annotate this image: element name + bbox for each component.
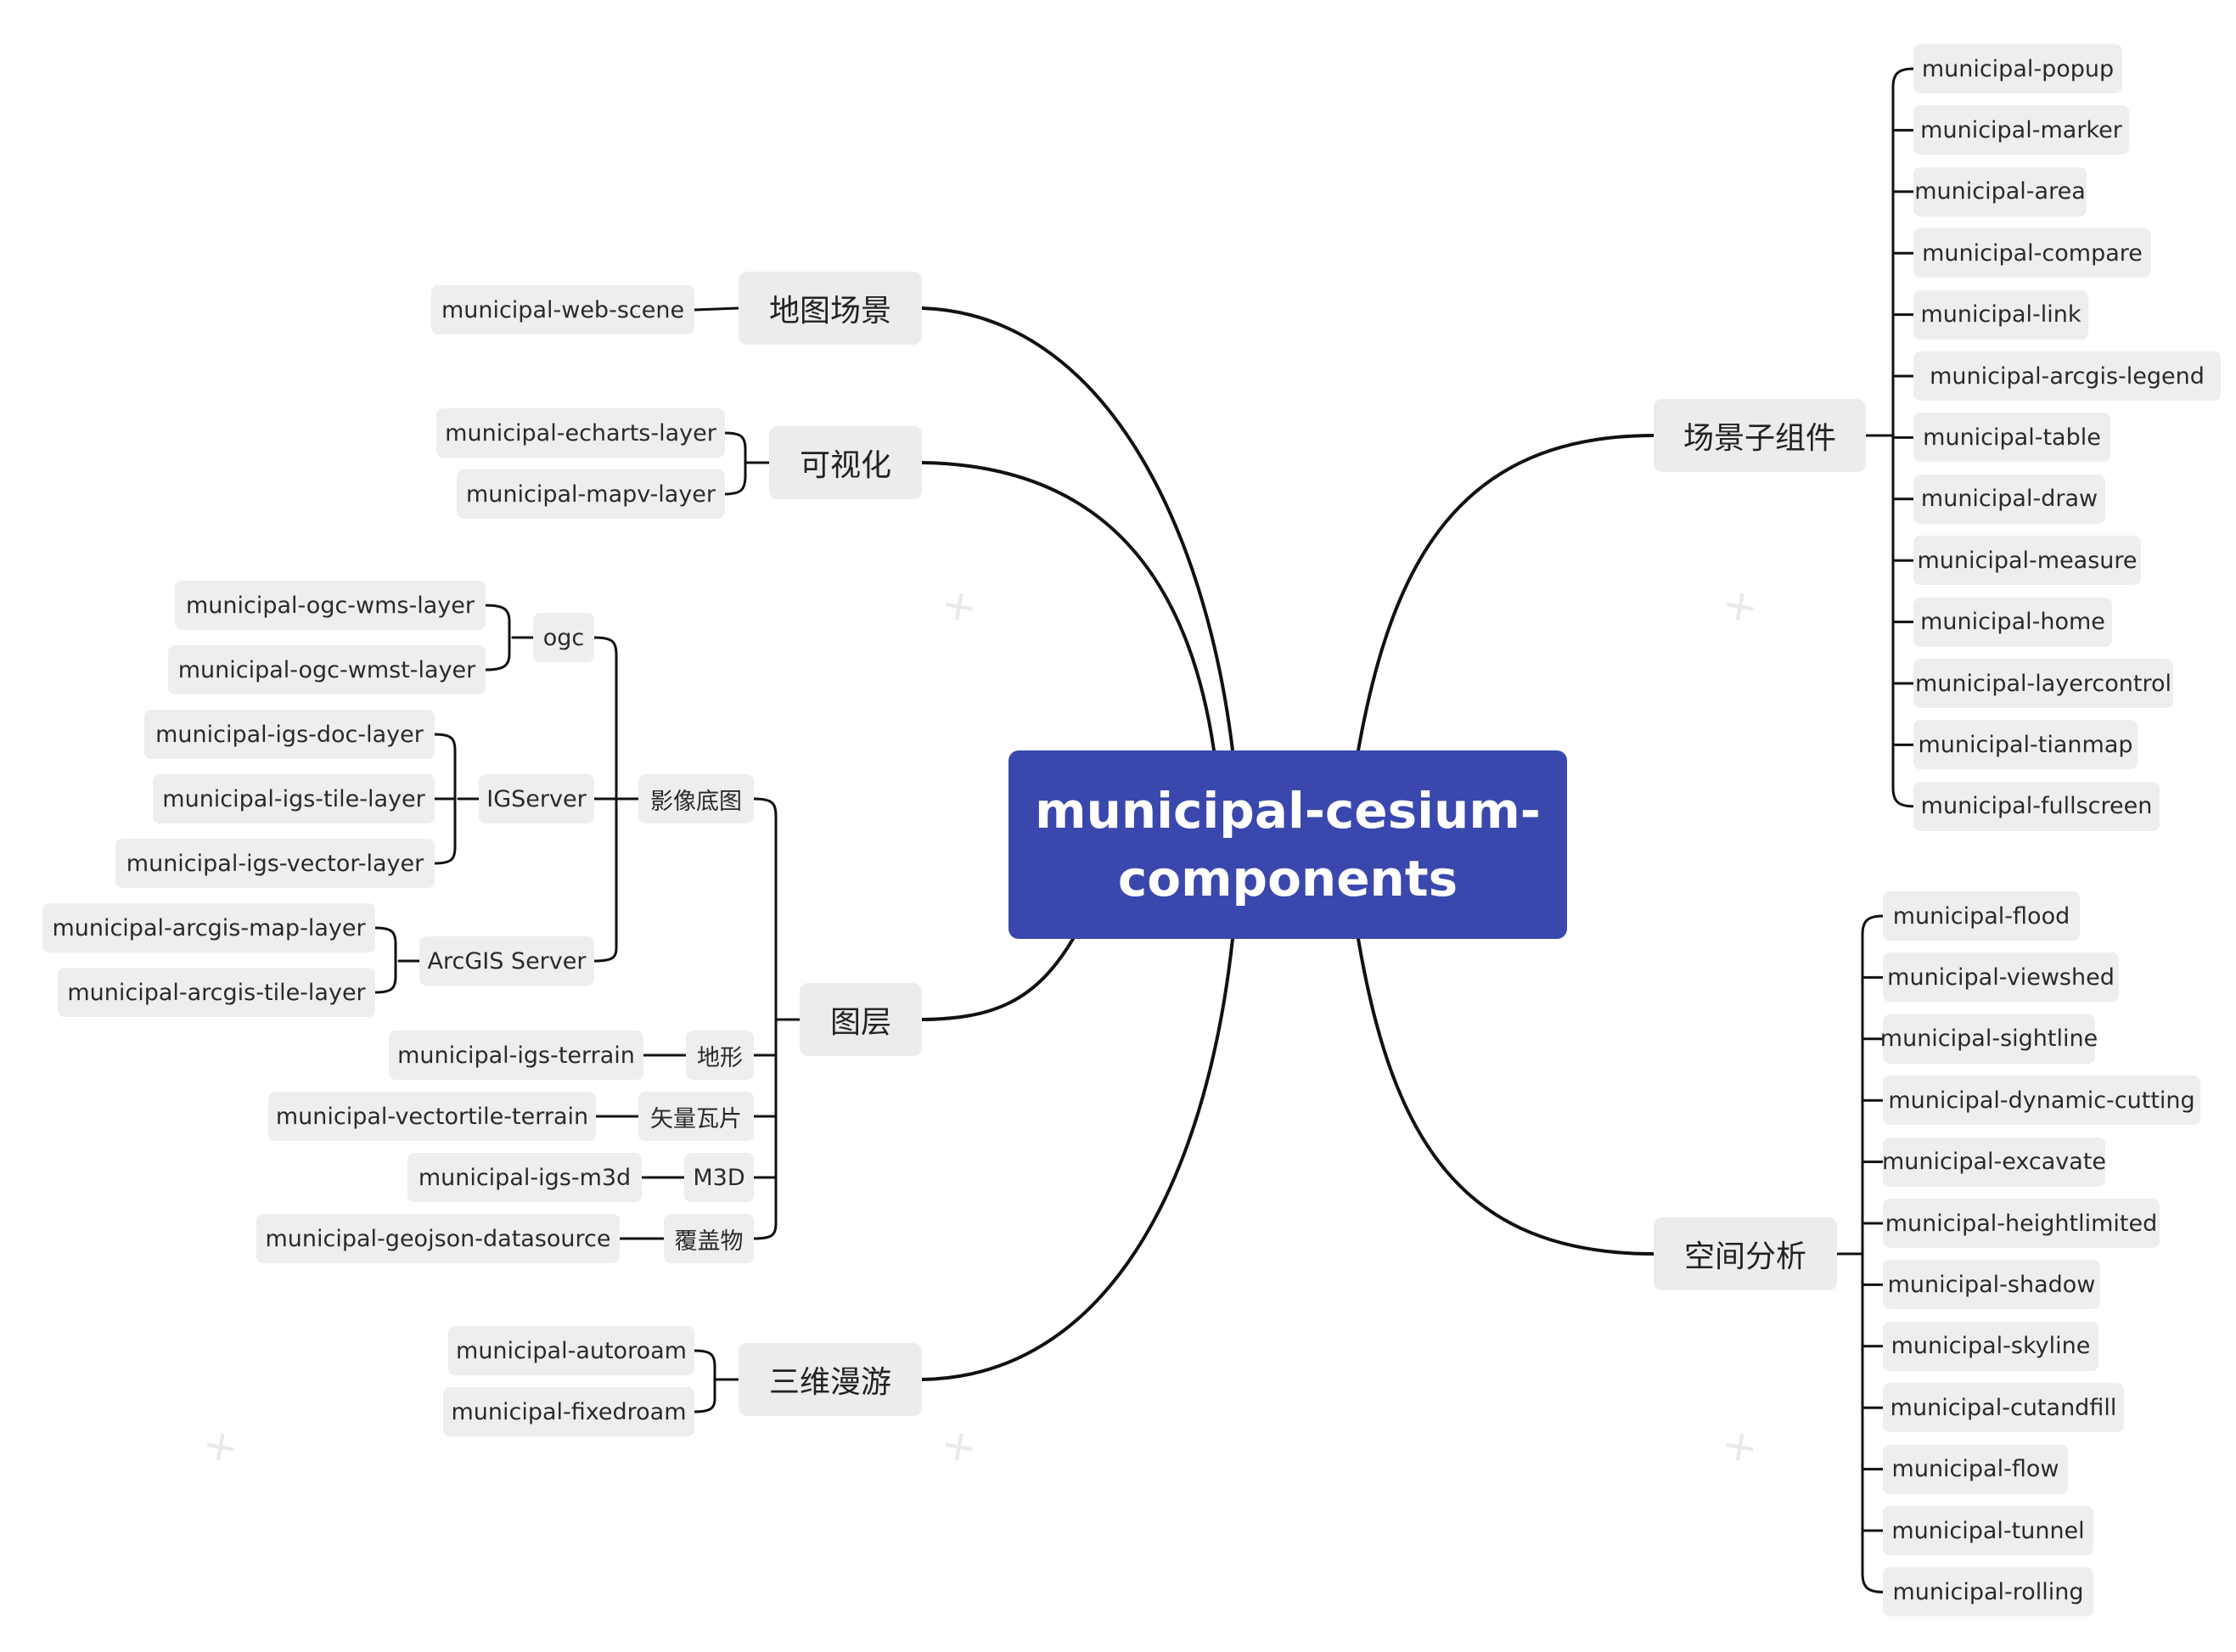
curve-roaming [920, 937, 1234, 1381]
group-imagery[interactable]: 影像底图 [638, 774, 754, 823]
topic-map-scene[interactable]: 地图场景 [739, 272, 922, 345]
leaf-igs-doc-layer[interactable]: municipal-igs-doc-layer [144, 710, 435, 759]
group-igserver[interactable]: IGServer [479, 774, 594, 823]
group-vector-tile[interactable]: 矢量瓦片 [638, 1092, 754, 1141]
curve-scene-components [1357, 434, 1655, 752]
topic-roaming[interactable]: 三维漫游 [739, 1343, 922, 1416]
curve-spatial-analysis [1357, 937, 1655, 1256]
leaf-igs-m3d[interactable]: municipal-igs-m3d [407, 1153, 642, 1202]
leaf-mapv-layer[interactable]: municipal-mapv-layer [457, 469, 725, 519]
group-overlay[interactable]: 覆盖物 [664, 1214, 754, 1263]
group-ogc[interactable]: ogc [533, 613, 594, 662]
leaf-scene-component[interactable]: municipal-arcgis-legend [1913, 351, 2221, 401]
leaf-scene-component[interactable]: municipal-measure [1913, 536, 2141, 586]
leaf-spatial-analysis[interactable]: municipal-shadow [1883, 1260, 2100, 1310]
leaf-arcgis-map-layer[interactable]: municipal-arcgis-map-layer [42, 903, 375, 952]
leaf-spatial-analysis[interactable]: municipal-dynamic-cutting [1883, 1076, 2200, 1126]
bracket-imagery [593, 636, 618, 963]
bracket-vis [723, 431, 747, 496]
leaf-arcgis-tile-layer[interactable]: municipal-arcgis-tile-layer [58, 968, 375, 1017]
watermark-logo: ✕ [930, 1422, 985, 1474]
topic-layers[interactable]: 图层 [800, 983, 922, 1056]
watermark-logo: ✕ [930, 582, 985, 633]
leaf-spatial-analysis[interactable]: municipal-flood [1883, 891, 2080, 941]
curve-layers [920, 937, 1075, 1021]
watermark-logo: ✕ [1711, 1422, 1766, 1474]
leaf-spatial-analysis[interactable]: municipal-rolling [1883, 1567, 2093, 1617]
leaf-spatial-analysis[interactable]: municipal-sightline [1880, 1014, 2098, 1064]
watermark-logo: ✕ [192, 1422, 246, 1474]
leaf-geojson-datasource[interactable]: municipal-geojson-datasource [256, 1214, 620, 1263]
root-topic[interactable]: municipal-cesium- components [1008, 750, 1567, 939]
link-web-scene [693, 306, 740, 312]
leaf-spatial-analysis[interactable]: municipal-skyline [1883, 1321, 2098, 1371]
leaf-fixedroam[interactable]: municipal-fixedroam [443, 1387, 694, 1436]
leaf-scene-component[interactable]: municipal-layercontrol [1913, 659, 2173, 708]
leaf-igs-tile-layer[interactable]: municipal-igs-tile-layer [153, 774, 435, 823]
bracket-arcgis [374, 926, 397, 994]
leaf-scene-component[interactable]: municipal-draw [1913, 474, 2105, 524]
leaf-scene-component[interactable]: municipal-table [1913, 413, 2110, 463]
topic-spatial-analysis[interactable]: 空间分析 [1654, 1217, 1837, 1290]
leaf-ogc-wms-layer[interactable]: municipal-ogc-wms-layer [175, 581, 486, 630]
bracket-layers [752, 797, 778, 1240]
bracket-ogc [484, 604, 511, 671]
watermark-logo: ✕ [1711, 582, 1766, 633]
leaf-scene-component[interactable]: municipal-tianmap [1913, 720, 2138, 770]
leaf-spatial-analysis[interactable]: municipal-excavate [1882, 1137, 2106, 1187]
leaf-spatial-analysis[interactable]: municipal-flow [1883, 1444, 2068, 1494]
bracket-scene [1891, 67, 1915, 808]
leaf-vectortile-terrain[interactable]: municipal-vectortile-terrain [268, 1092, 596, 1141]
leaf-autoroam[interactable]: municipal-autoroam [448, 1326, 694, 1375]
leaf-scene-component[interactable]: municipal-link [1913, 289, 2088, 340]
root-topic-line1: municipal-cesium- [1035, 782, 1541, 840]
group-m3d[interactable]: M3D [684, 1153, 754, 1202]
leaf-web-scene[interactable]: municipal-web-scene [431, 285, 694, 334]
root-topic-line2: components [1117, 850, 1458, 907]
topic-scene-components[interactable]: 场景子组件 [1654, 399, 1866, 472]
leaf-scene-component[interactable]: municipal-marker [1913, 105, 2129, 155]
leaf-scene-component[interactable]: municipal-area [1913, 166, 2087, 216]
leaf-scene-component[interactable]: municipal-home [1913, 597, 2112, 647]
bracket-analysis [1861, 914, 1885, 1593]
leaf-scene-component[interactable]: municipal-fullscreen [1913, 781, 2160, 831]
group-arcgis-server[interactable]: ArcGIS Server [419, 936, 594, 986]
leaf-ogc-wmst-layer[interactable]: municipal-ogc-wmst-layer [168, 645, 486, 694]
leaf-scene-component[interactable]: municipal-compare [1913, 228, 2151, 278]
leaf-echarts-layer[interactable]: municipal-echarts-layer [436, 408, 725, 458]
leaf-igs-vector-layer[interactable]: municipal-igs-vector-layer [115, 839, 435, 888]
bracket-igserver [433, 733, 457, 865]
leaf-spatial-analysis[interactable]: municipal-heightlimited [1883, 1199, 2160, 1248]
leaf-scene-component[interactable]: municipal-popup [1913, 44, 2122, 93]
leaf-spatial-analysis[interactable]: municipal-cutandfill [1883, 1383, 2124, 1433]
group-terrain[interactable]: 地形 [686, 1031, 754, 1080]
topic-visualization[interactable]: 可视化 [769, 426, 922, 499]
leaf-spatial-analysis[interactable]: municipal-viewshed [1883, 952, 2119, 1003]
leaf-spatial-analysis[interactable]: municipal-tunnel [1883, 1506, 2093, 1555]
curve-map-scene [920, 306, 1234, 752]
bracket-roaming [693, 1349, 716, 1413]
leaf-igs-terrain[interactable]: municipal-igs-terrain [389, 1031, 643, 1080]
